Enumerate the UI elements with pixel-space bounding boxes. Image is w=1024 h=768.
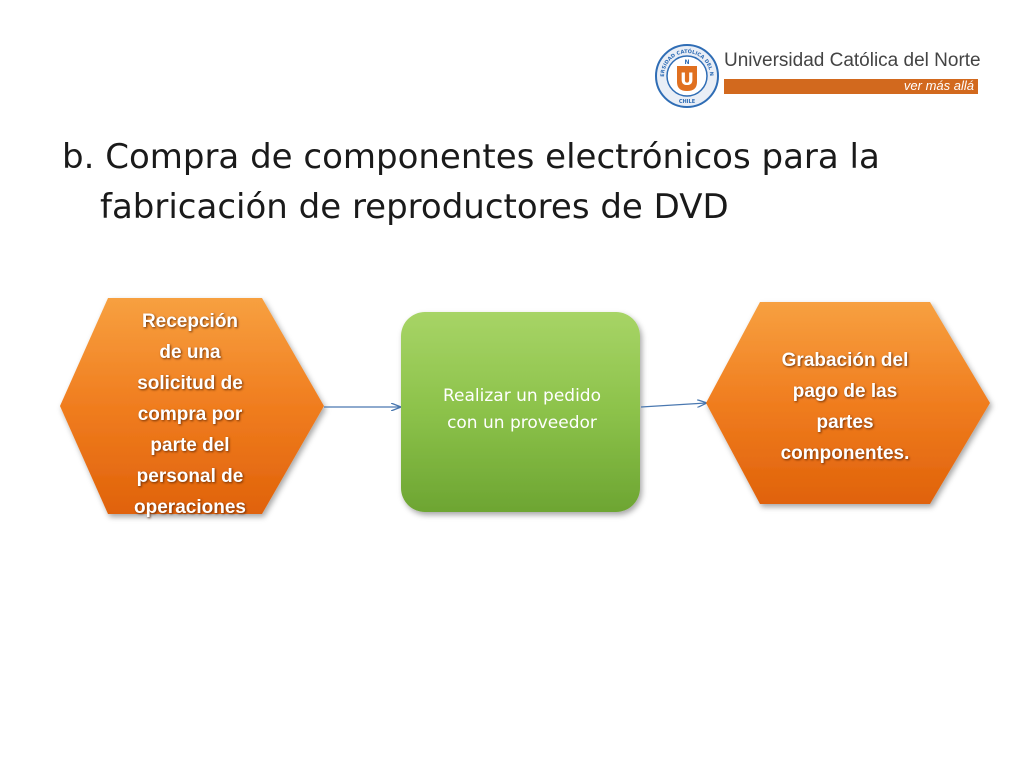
step1-line: solicitud de bbox=[137, 373, 243, 394]
step1-line: parte del bbox=[150, 435, 230, 456]
seal-letter: U bbox=[680, 70, 694, 90]
step2-line: Realizar un pedido bbox=[442, 386, 601, 406]
slide-title-line-1: b. Compra de componentes electrónicos pa… bbox=[62, 137, 880, 177]
university-seal-logo: UNIVERSIDAD CATÓLICA DEL NORTE CHILE U N bbox=[655, 44, 719, 108]
university-tagline: ver más allá bbox=[903, 78, 974, 93]
step3-line: Grabación del bbox=[781, 350, 909, 371]
step2-rounded-box bbox=[401, 312, 640, 512]
step3-line: componentes. bbox=[780, 443, 910, 464]
step1-hexagon bbox=[60, 298, 324, 514]
step1-line: personal de bbox=[136, 466, 244, 487]
university-name: Universidad Católica del Norte bbox=[724, 50, 981, 71]
step3-line: pago de las bbox=[792, 381, 898, 402]
step1-line: compra por bbox=[137, 404, 243, 425]
arrow-step2-to-step3 bbox=[640, 403, 706, 408]
seal-small-letter: N bbox=[684, 59, 689, 66]
step3-hexagon bbox=[706, 302, 990, 504]
step2-line: con un proveedor bbox=[447, 413, 597, 433]
step1-line: de una bbox=[159, 342, 221, 363]
step1-label: Recepción de una solicitud de compra por… bbox=[105, 306, 275, 523]
step3-line: partes bbox=[816, 412, 874, 433]
step3-label: Grabación del pago de las partes compone… bbox=[755, 345, 935, 469]
brand-bar: ver más allá bbox=[724, 78, 978, 94]
step2-label: Realizar un pedido con un proveedor bbox=[410, 383, 634, 437]
slide-title-line-2: fabricación de reproductores de DVD bbox=[100, 187, 729, 227]
step1-line: operaciones bbox=[134, 497, 246, 518]
seal-country-text: CHILE bbox=[679, 99, 696, 105]
slide-title: b. Compra de componentes electrónicos pa… bbox=[62, 132, 962, 232]
step1-line: Recepción bbox=[141, 311, 239, 332]
